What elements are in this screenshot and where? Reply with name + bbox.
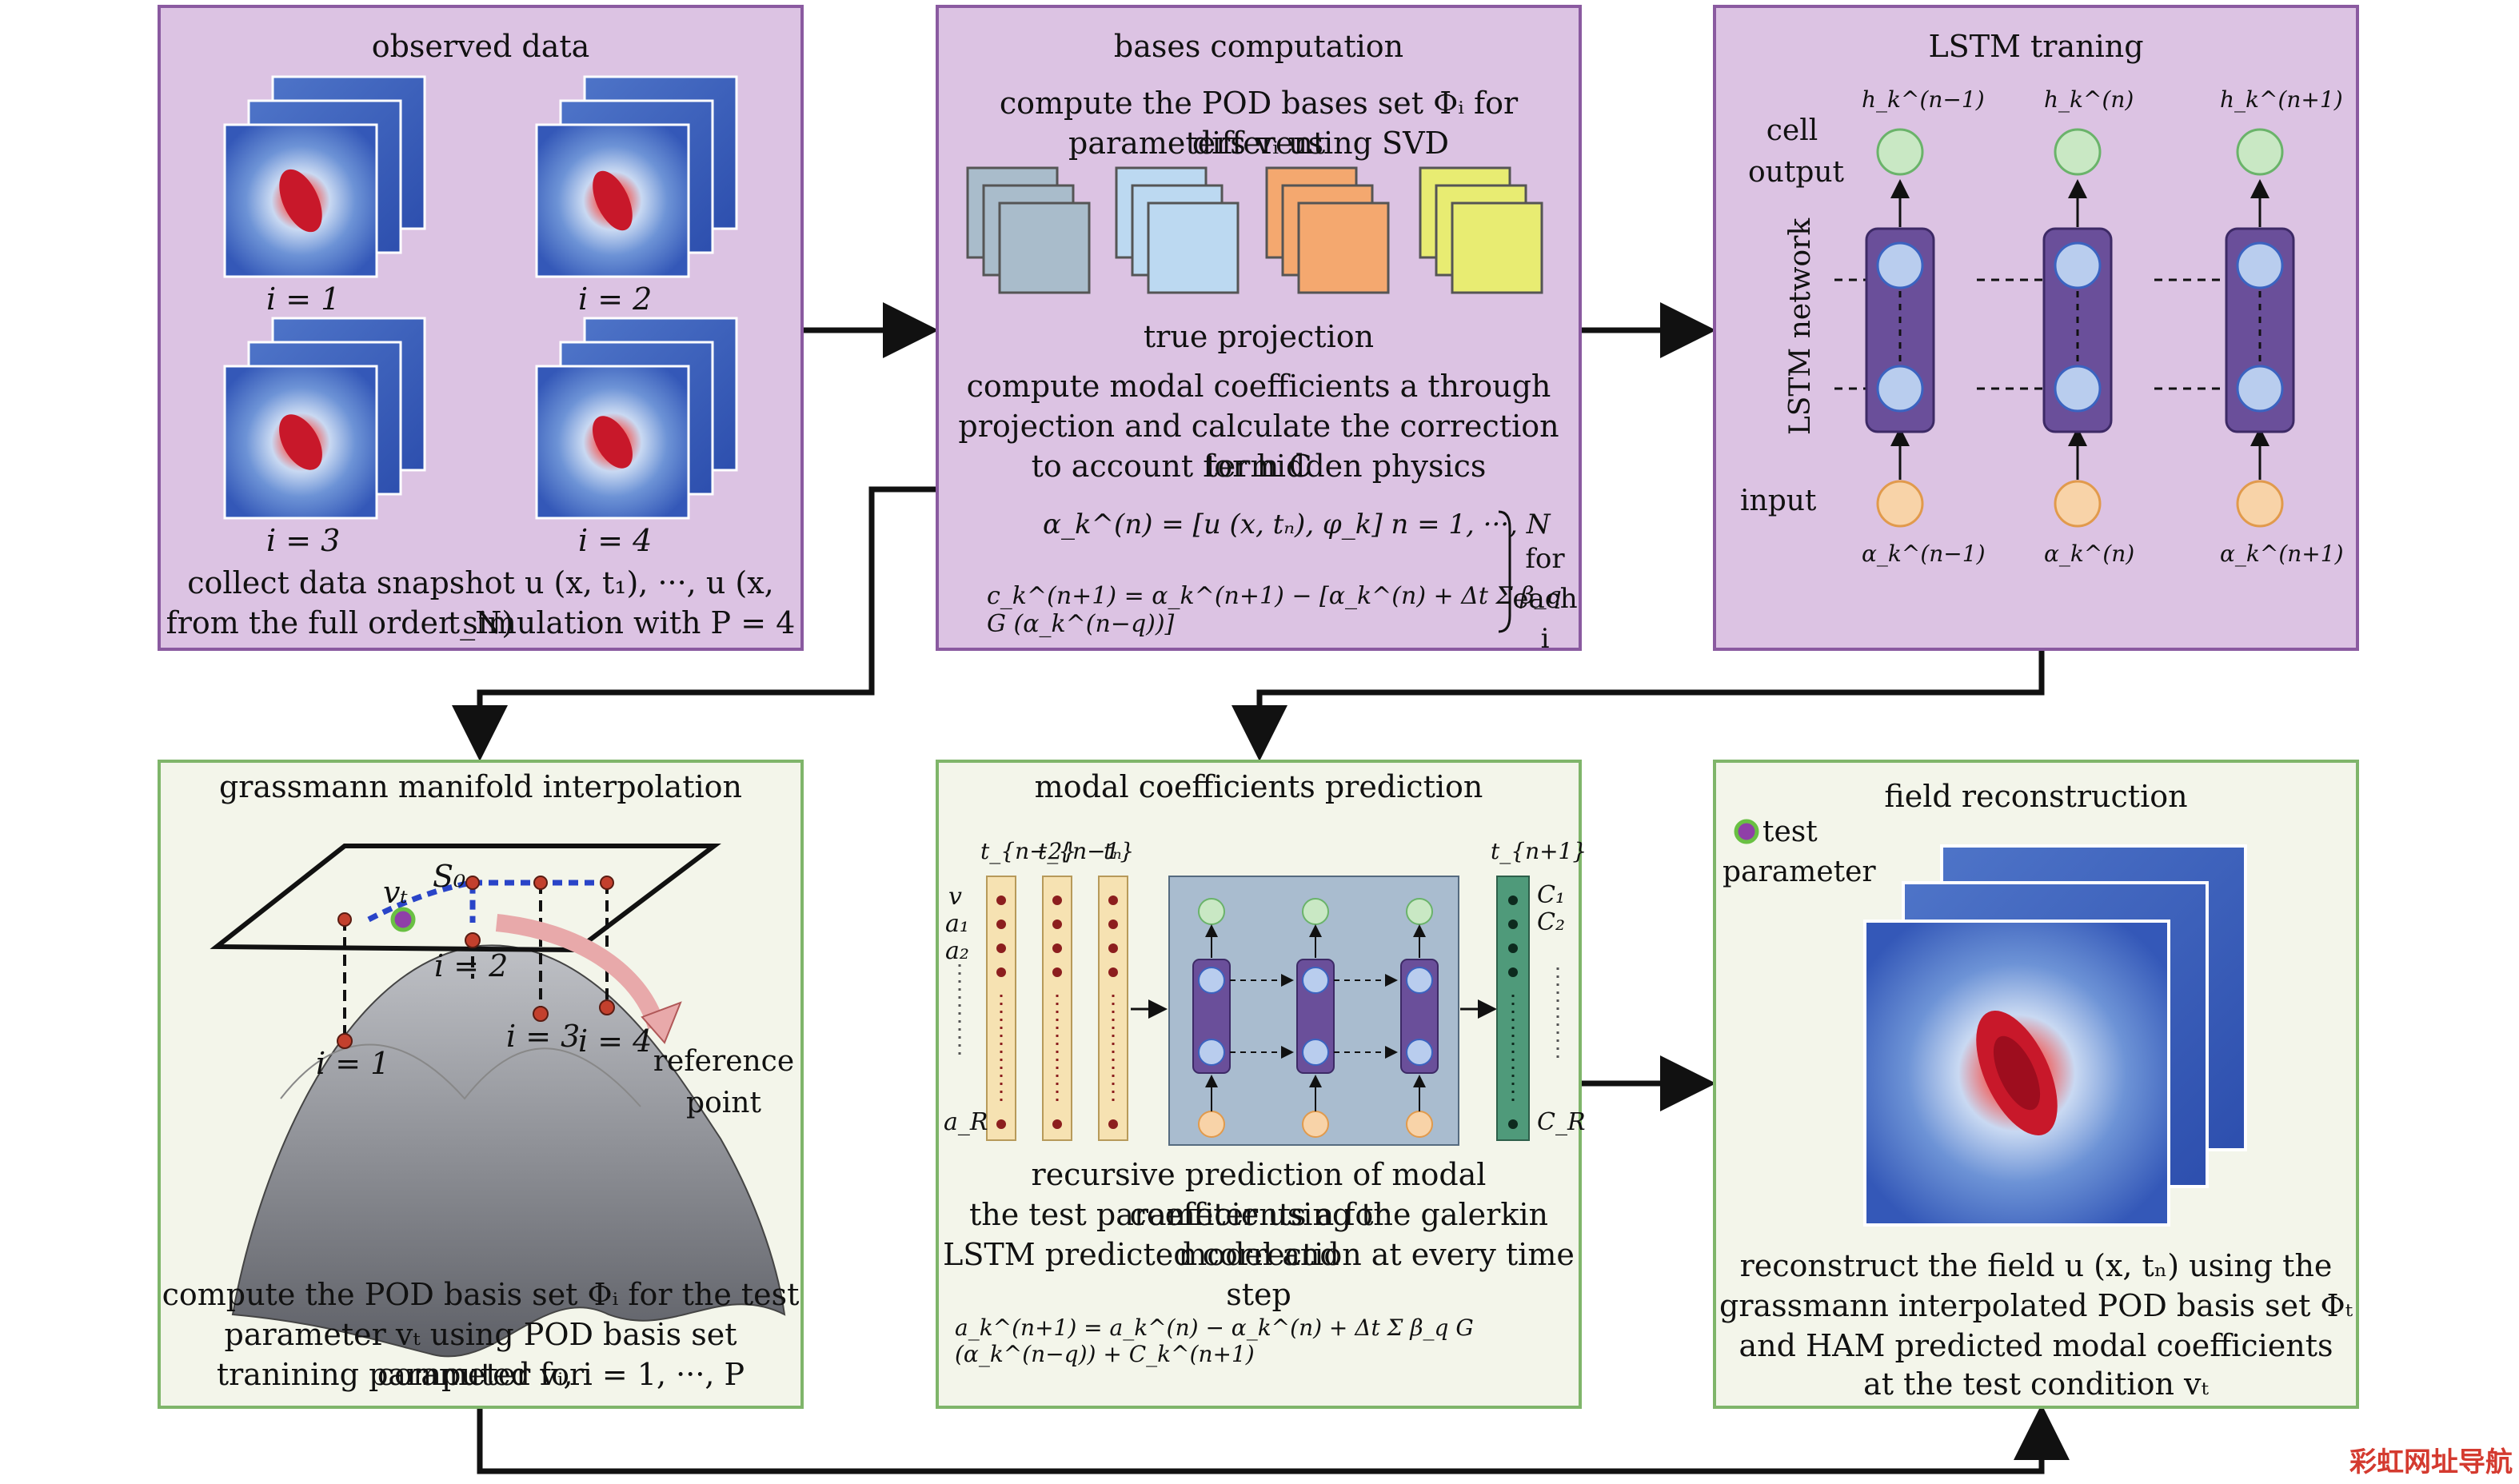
s0-label: S₀ [433, 859, 466, 894]
input-label: input [1740, 485, 1817, 517]
bases-subtitle: true projection [1143, 319, 1375, 354]
input-columns [986, 876, 1128, 1141]
projection-equation: α_k^(n) = [u (x, tₙ), φ_k] n = 1, ···, N [1043, 509, 1551, 541]
grassmann-caption-3: tranining parameter vᵢ, i = 1, ···, P [216, 1357, 745, 1392]
correction-equation: c_k^(n+1) = α_k^(n+1) − [α_k^(n) + Δt Σ … [987, 582, 1562, 638]
grassmann-caption-2: parameter vₜ using POD basis set compute… [224, 1317, 737, 1392]
row-label-a1: a₁ [945, 910, 969, 938]
observed-data-title: observed data [371, 29, 590, 64]
field-reconstruction-panel: field reconstruction test parameter reco… [1713, 760, 2359, 1409]
modal-caption-1: recursive prediction of modal coefficien… [1031, 1157, 1487, 1232]
input-coef-label-2: α_k^(n) [2044, 541, 2135, 567]
input-coef-label-1: α_k^(n−1) [1862, 541, 1986, 567]
modal-equation: a_k^(n+1) = a_k^(n) − α_k^(n) + Δt Σ β_q… [955, 1314, 1474, 1367]
field-caption-1: reconstruct the field u (x, tₙ) using th… [1739, 1248, 2333, 1283]
point-label-4: i = 4 [578, 1023, 653, 1059]
lstm-training-panel: LSTM traning cell output LSTM network in… [1713, 5, 2359, 651]
test-point [390, 907, 416, 932]
bases-line-3: compute modal coefficients a through [966, 369, 1551, 404]
input-coef-label-3: α_k^(n+1) [2220, 541, 2344, 567]
modal-caption-3: LSTM predicted correction at every time … [943, 1237, 1575, 1312]
manifold-illustration [210, 844, 786, 1358]
lstm-column-3 [2225, 128, 2295, 528]
lstm-column-1 [1865, 128, 1935, 528]
snapshot-label-3: i = 3 [266, 523, 341, 558]
watermark: 彩虹网址导航 [2349, 1446, 2513, 1478]
row-label-v: v [948, 883, 962, 911]
field-title: field reconstruction [1884, 779, 2188, 814]
snapshot-label-1: i = 1 [266, 281, 341, 317]
modal-caption-2: the test parameter using the galerkin mo… [968, 1197, 1548, 1272]
bases-line-1: compute the POD bases set Φᵢ for differe… [999, 86, 1519, 161]
output-label-3: h_k^(n+1) [2220, 86, 2343, 113]
snapshot-stack-2 [535, 75, 738, 278]
test-parameter-legend: test parameter [1723, 816, 1876, 888]
field-caption-3: and HAM predicted modal coefficients [1739, 1328, 2333, 1363]
out-label-c1: C₁ [1537, 881, 1565, 909]
point-label-3: i = 3 [506, 1019, 581, 1054]
field-caption-4: at the test condition vₜ [1863, 1366, 2209, 1402]
output-label-2: h_k^(n) [2044, 86, 2134, 113]
observed-data-panel: observed data i = 1 i = 2 i = 3 i [158, 5, 804, 651]
snapshot-stack-1 [223, 75, 426, 278]
lstm-column-2 [2042, 128, 2113, 528]
grassmann-panel: grassmann manifold interpolation S₀ vₜ i… [158, 760, 804, 1409]
lstm-unrolled-network [1834, 128, 2295, 528]
test-parameter-marker [1734, 819, 1759, 844]
bases-title: bases computation [1113, 29, 1404, 64]
modal-title: modal coefficients prediction [1034, 769, 1483, 804]
row-label-a2: a₂ [945, 937, 969, 965]
snapshot-stack-4 [535, 317, 738, 520]
vt-label: vₜ [383, 875, 408, 910]
time-label-3: tₙ [1104, 838, 1122, 864]
grassmann-title: grassmann manifold interpolation [218, 769, 742, 804]
time-label-1: t_{n−2} [980, 838, 1077, 864]
mini-lstm-cells [1192, 898, 1439, 1138]
output-label-1: h_k^(n−1) [1862, 86, 1985, 113]
point-label-2: i = 2 [434, 948, 509, 983]
prediction-network [958, 876, 1559, 1146]
out-label-cR: C_R [1537, 1108, 1586, 1136]
manifold-surface [231, 944, 786, 1358]
bases-computation-panel: bases computation compute the POD bases … [936, 5, 1582, 655]
basis-set-3 [1265, 166, 1390, 294]
for-each-i: for each i [1512, 543, 1578, 655]
point-label-1: i = 1 [316, 1046, 390, 1081]
time-label-2: t_{n−1} [1038, 838, 1135, 864]
snapshot-stacks [223, 75, 738, 520]
bases-line-5: to account for hidden physics [1031, 449, 1487, 484]
basis-set-2 [1115, 166, 1240, 294]
basis-set-4 [1419, 166, 1543, 294]
tangent-plane [210, 844, 721, 953]
grassmann-caption-1: compute the POD basis set Φᵢ for the tes… [162, 1277, 800, 1312]
bases-line-4: projection and calculate the correction … [958, 409, 1559, 484]
output-column [1496, 876, 1530, 1141]
reconstruction-stack [1734, 819, 2247, 1227]
snapshot-stack-3 [223, 317, 426, 520]
basis-set-1 [966, 166, 1091, 294]
lstm-title: LSTM traning [1928, 29, 2144, 64]
reference-point-label: reference point [653, 1045, 795, 1119]
row-label-aR: a_R [944, 1108, 988, 1136]
snapshot-label-2: i = 2 [578, 281, 653, 317]
out-label-c2: C₂ [1537, 908, 1565, 936]
flow-arrows [452, 302, 2070, 1474]
modal-coefficients-panel: modal coefficients prediction [936, 760, 1587, 1409]
snapshot-label-4: i = 4 [578, 523, 653, 558]
observed-caption-2: from the full order simulation with P = … [166, 605, 796, 640]
field-caption-2: grassmann interpolated POD basis set Φₜ [1719, 1288, 2353, 1323]
bases-line-2: parameters vᵢ using SVD [1068, 126, 1449, 161]
time-label-4: t_{n+1} [1491, 838, 1587, 864]
pod-bases-sets [966, 166, 1543, 633]
observed-caption-1: collect data snapshot u (x, t₁), ···, u … [187, 565, 774, 640]
right-brace [1498, 510, 1511, 633]
cell-output-label: cell output [1748, 114, 1845, 189]
